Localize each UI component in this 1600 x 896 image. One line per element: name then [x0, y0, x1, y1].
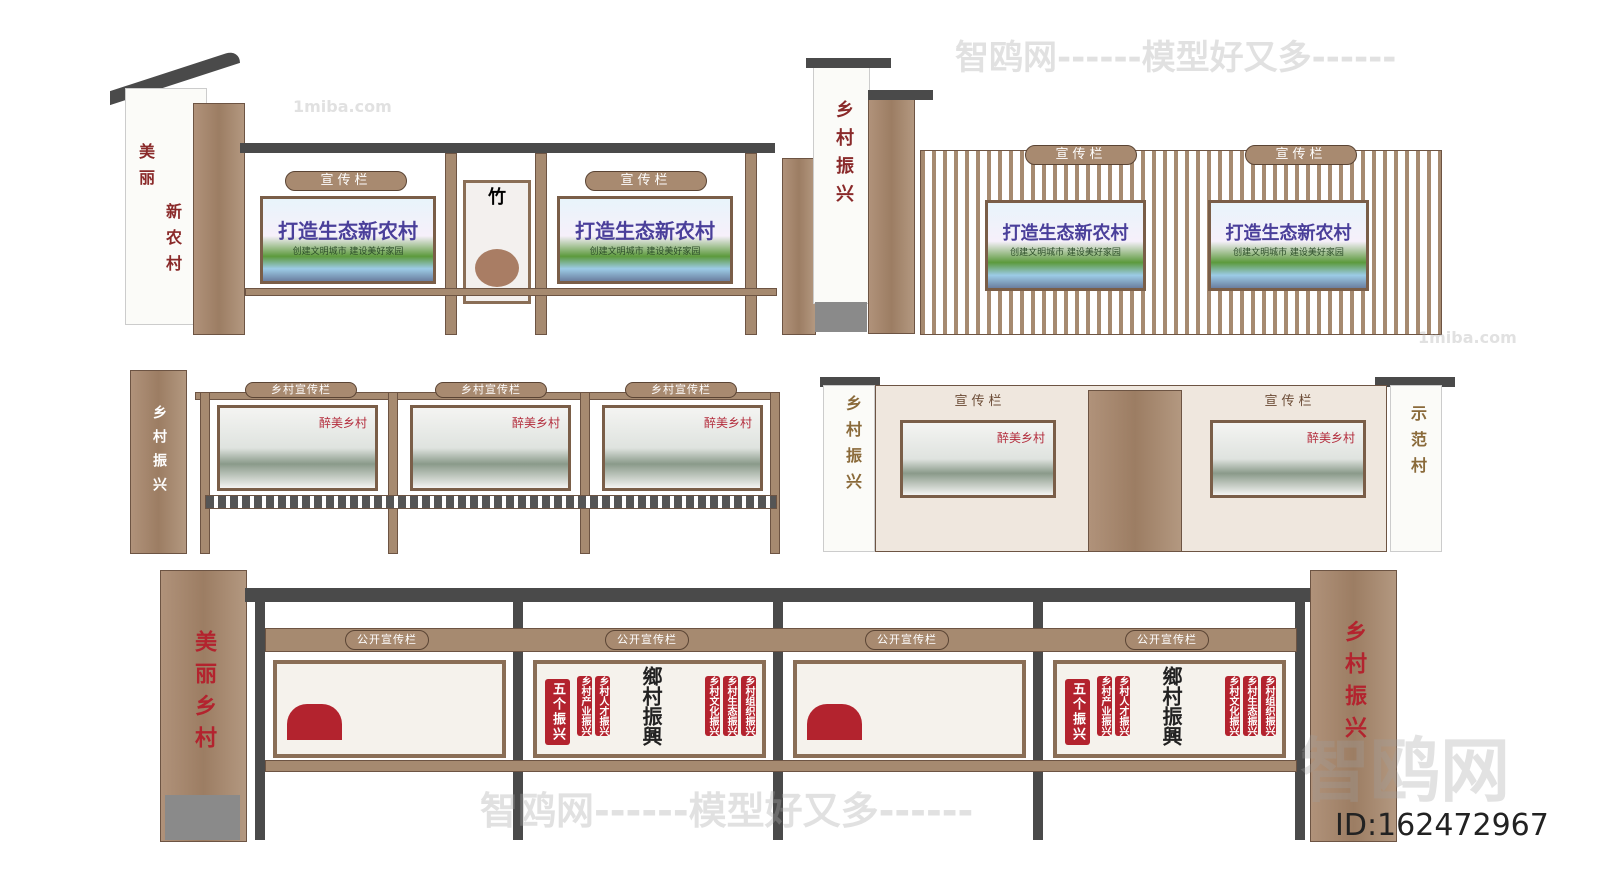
poster: 打造生态新农村创建文明城市 建设美好家园 [260, 196, 436, 284]
roof [1375, 377, 1455, 387]
poster: 醉美乡村 [410, 405, 571, 491]
poster: 醉美乡村 [217, 405, 378, 491]
sign-board: 宣传栏 [1245, 145, 1357, 165]
board-4: 乡村振兴 示范村 宣传栏 宣传栏 醉美乡村 醉美乡村 [805, 355, 1465, 555]
farm-poster [793, 660, 1026, 758]
post [745, 153, 757, 335]
poster: 打造生态新农村创建文明城市 建设美好家园 [1208, 200, 1369, 291]
lattice-panel [782, 158, 816, 335]
post [388, 392, 398, 554]
top-beam [240, 143, 775, 153]
wood-pillar [868, 95, 915, 334]
board-1: 美丽 新农村 宣传栏 宣传栏 打造生态新农村创建文明城市 建设美好家园 打造生态… [105, 28, 780, 338]
board-3: 乡村振兴 乡村宣传栏 乡村宣传栏 乡村宣传栏 醉美乡村 醉美乡村 醉美乡村 [105, 360, 785, 555]
right-title: 乡村振兴 [1341, 620, 1366, 748]
sign-board: 宣传栏 [285, 171, 407, 191]
pillar [130, 370, 187, 554]
left-title: 美丽乡村 [191, 630, 216, 758]
vertical-subtitle: 新农村 [163, 203, 182, 281]
poster: 醉美乡村 [602, 405, 763, 491]
door-panel [1088, 390, 1182, 552]
roof-beam [245, 588, 1310, 602]
farm-poster [273, 660, 506, 758]
poster: 醉美乡村 [900, 420, 1056, 498]
house-icon [287, 704, 342, 740]
post [255, 600, 265, 840]
left-title: 乡村振兴 [843, 395, 862, 499]
board-5: 美丽乡村 乡村振兴 公开宣传栏 公开宣传栏 公开宣传栏 公开宣传栏 五个振兴 乡… [105, 560, 1450, 845]
basket-image [475, 249, 519, 287]
sign-board: 公开宣传栏 [605, 630, 689, 650]
model-id: ID:162472967 [1335, 808, 1549, 843]
sign-board: 宣传栏 [954, 394, 1006, 409]
vertical-title: 乡村振兴 [151, 405, 167, 501]
stone-base [815, 302, 867, 332]
post [770, 392, 780, 554]
sign-board: 宣传栏 [1264, 394, 1316, 409]
bottom-rail [205, 495, 777, 509]
post [445, 153, 457, 335]
white-pillar [813, 62, 870, 304]
post [1295, 600, 1305, 840]
sign-board: 公开宣传栏 [865, 630, 949, 650]
watermark-site: 1miba.com [1418, 328, 1517, 347]
post [513, 600, 523, 840]
stone-base [165, 795, 240, 840]
sign-board: 公开宣传栏 [345, 630, 429, 650]
right-title: 示范村 [1408, 405, 1427, 483]
board-2: 乡村振兴 宣传栏 宣传栏 打造生态新农村创建文明城市 建设美好家园 打造生态新农… [780, 50, 1450, 340]
watermark: 智鸥网------模型好又多------ [480, 789, 974, 833]
watermark-logo: 智鸥网 [1300, 730, 1510, 812]
bottom-rail [265, 760, 1297, 772]
roof [806, 58, 891, 68]
sign-board: 宣传栏 [585, 171, 707, 191]
sign-board: 乡村宣传栏 [625, 382, 737, 398]
bottom-rail [245, 288, 777, 296]
poster: 打造生态新农村创建文明城市 建设美好家园 [985, 200, 1146, 291]
roof [820, 377, 880, 387]
post [773, 600, 783, 840]
roof [868, 90, 933, 100]
wood-panel [193, 103, 245, 335]
sign-board: 乡村宣传栏 [245, 382, 357, 398]
watermark-site: 1miba.com [293, 97, 392, 116]
vertical-title: 美丽 [136, 143, 155, 195]
sign-board: 公开宣传栏 [1125, 630, 1209, 650]
watermark: 智鸥网------模型好又多------ [955, 38, 1397, 78]
house-icon [807, 704, 862, 740]
left-wall [823, 385, 875, 552]
sign-board: 乡村宣传栏 [435, 382, 547, 398]
post [535, 153, 547, 335]
post [1033, 600, 1043, 840]
right-wall [1390, 385, 1442, 552]
post [580, 392, 590, 554]
revitalization-poster: 五个振兴 乡村产业振兴 乡村人才振兴 鄉村振興 乡村文化振兴 乡村生态振兴 乡村… [1053, 660, 1286, 758]
post [200, 392, 210, 554]
sign-board: 宣传栏 [1025, 145, 1137, 165]
revitalization-poster: 五个振兴 乡村产业振兴 乡村人才振兴 鄉村振興 乡村文化振兴 乡村生态振兴 乡村… [533, 660, 766, 758]
bamboo-poster: 竹 [463, 180, 531, 304]
right-tower [1310, 570, 1397, 842]
poster: 打造生态新农村创建文明城市 建设美好家园 [557, 196, 733, 284]
vertical-title: 乡村振兴 [833, 100, 854, 212]
poster: 醉美乡村 [1210, 420, 1366, 498]
